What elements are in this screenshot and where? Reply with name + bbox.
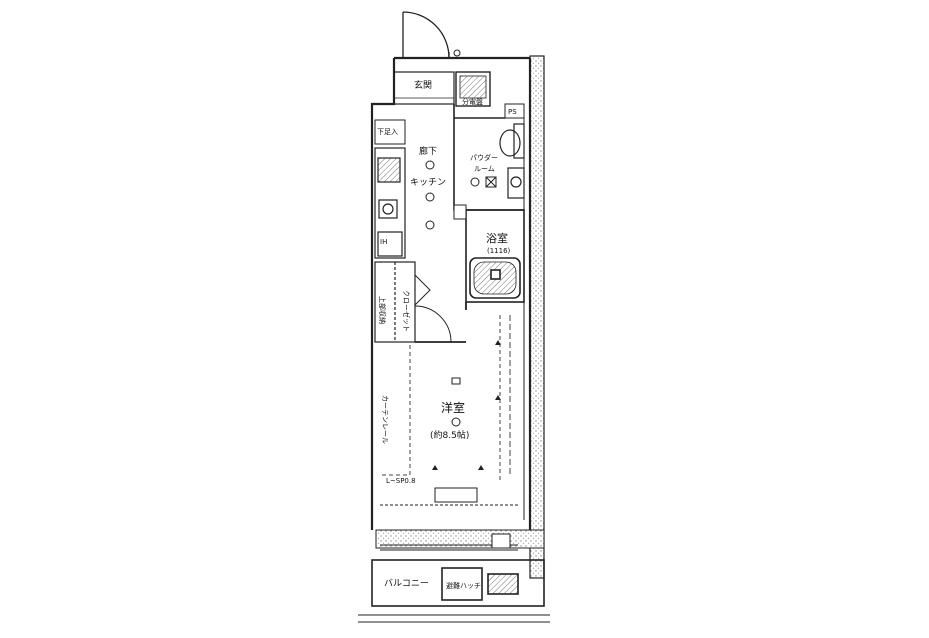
exterior-unit <box>491 533 511 549</box>
kitchen-light-icon <box>425 192 435 202</box>
bath-door[interactable] <box>453 204 467 220</box>
balcony <box>358 559 550 623</box>
ps-label: PS <box>508 108 517 116</box>
western-room-size: (約8.5帖) <box>430 429 469 441</box>
balcony-label: バルコニー <box>384 578 429 589</box>
outlet-markers <box>432 340 501 470</box>
svg-text:IH: IH <box>380 238 387 246</box>
shoe-cabinet-label: 下足入 <box>377 128 398 136</box>
appliance-box-label: 分電盤 <box>462 97 483 106</box>
washing-machine-space: 分電盤 <box>455 71 491 107</box>
bathroom-label: 浴室 <box>486 231 508 245</box>
closet-label: クローゼット <box>402 290 411 332</box>
doorbell-icon <box>453 49 461 57</box>
low-window-label: L~SP0.8 <box>386 477 416 485</box>
powder-light-icon <box>470 177 480 187</box>
bath-size-label: (1116) <box>487 247 511 255</box>
curtain-rail-label: カーテンレール <box>381 395 389 444</box>
powder-room-label-1: パウダー <box>470 153 498 162</box>
ps-shaft <box>504 103 525 119</box>
hatch-label: 避難ハッチ <box>446 581 481 590</box>
hallway-label: 廊下 <box>419 145 437 157</box>
entry-door[interactable] <box>402 11 450 59</box>
western-room-label: 洋室 <box>441 400 465 415</box>
upper-storage-label: 上部収納 <box>378 296 387 324</box>
powder-room-label-2: ルーム <box>474 165 495 173</box>
kitchen-counter: IH <box>374 147 406 259</box>
kitchen-label: キッチン <box>410 177 446 188</box>
interior-partition <box>414 302 467 343</box>
air-conditioner-icon <box>451 377 461 385</box>
outlet-icon <box>425 220 435 230</box>
exterior-wall-right <box>529 55 545 579</box>
western-room-outline <box>380 315 511 480</box>
entrance-room <box>393 71 455 105</box>
washbasin <box>507 167 525 199</box>
western-light-icon <box>451 417 461 427</box>
closet <box>374 261 431 343</box>
bathroom <box>465 209 525 303</box>
entrance-label: 玄関 <box>414 79 432 91</box>
ventilation-fan-icon <box>485 176 497 188</box>
shoe-cabinet <box>374 119 406 145</box>
toilet <box>499 123 525 159</box>
ceiling-light-icon <box>425 160 435 170</box>
